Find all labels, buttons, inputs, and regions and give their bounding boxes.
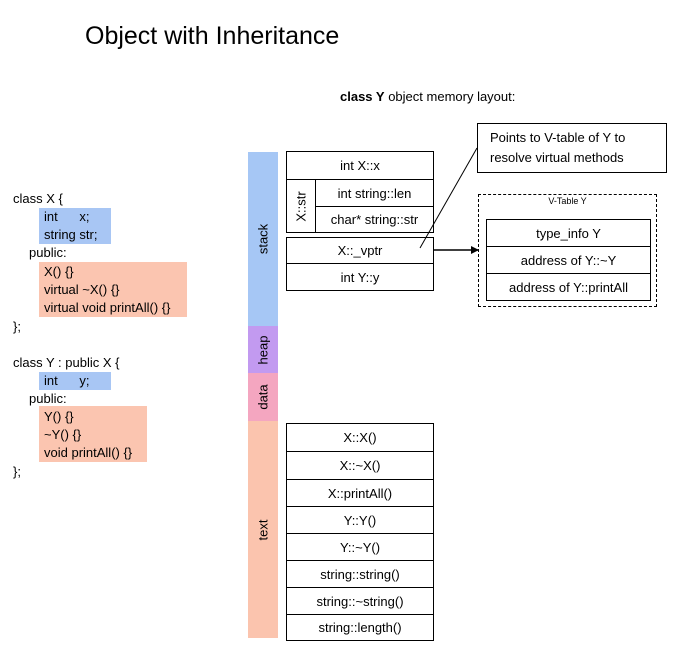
callout-line-2: resolve virtual methods (490, 150, 624, 165)
class-y-methods-highlight (39, 406, 147, 462)
vtable-label: V-Table Y (548, 196, 587, 206)
caption-class-name: class Y (340, 89, 385, 104)
class-y-method: Y() {} (44, 409, 74, 424)
class-x-methods-highlight (39, 262, 187, 317)
vtable-row-printall: address of Y::printAll (486, 273, 651, 301)
class-x-header: class X { (13, 191, 63, 206)
vptr-callout: Points to V-table of Y to resolve virtua… (477, 123, 667, 173)
segment-text: text (248, 421, 278, 638)
field-int-x: int X::x (286, 151, 434, 180)
callout-line-1: Points to V-table of Y to (490, 130, 626, 145)
class-y-header: class Y : public X { (13, 355, 120, 370)
class-x-method: virtual ~X() {} (44, 282, 120, 297)
class-y-members-highlight (39, 372, 111, 390)
class-y-public: public: (29, 391, 67, 406)
class-x-member-str: string str; (44, 227, 98, 242)
class-x-method: virtual void printAll() {} (44, 300, 171, 315)
class-y-method: ~Y() {} (44, 427, 82, 442)
field-string-len: int string::len (315, 179, 434, 207)
layout-caption: class Y object memory layout: (340, 89, 515, 105)
class-y-member-y: int y; (44, 373, 90, 388)
text-function: Y::~Y() (286, 533, 434, 561)
class-y-method: void printAll() {} (44, 445, 133, 460)
segment-stack: stack (248, 152, 278, 326)
text-function: X::printAll() (286, 479, 434, 507)
caption-text: object memory layout: (384, 89, 516, 104)
class-x-method: X() {} (44, 264, 74, 279)
string-str-group-label: X::str (286, 179, 316, 233)
class-x-member-x: int x; (44, 209, 90, 224)
vtable-row-destructor: address of Y::~Y (486, 246, 651, 274)
page-title: Object with Inheritance (85, 22, 340, 50)
segment-data: data (248, 373, 278, 421)
callout-leader-line (419, 147, 478, 249)
text-function: X::X() (286, 423, 434, 452)
text-function: string::string() (286, 560, 434, 588)
text-function: string::~string() (286, 587, 434, 615)
class-x-close: }; (13, 319, 21, 334)
field-int-y: int Y::y (286, 263, 434, 291)
vtable-row-type-info: type_info Y (486, 219, 651, 247)
segment-heap: heap (248, 326, 278, 373)
class-x-public: public: (29, 245, 67, 260)
text-function: string::length() (286, 614, 434, 641)
class-y-close: }; (13, 464, 21, 479)
vtable-frame (478, 194, 657, 307)
class-x-members-highlight (39, 208, 111, 244)
field-string-str: char* string::str (315, 206, 434, 233)
